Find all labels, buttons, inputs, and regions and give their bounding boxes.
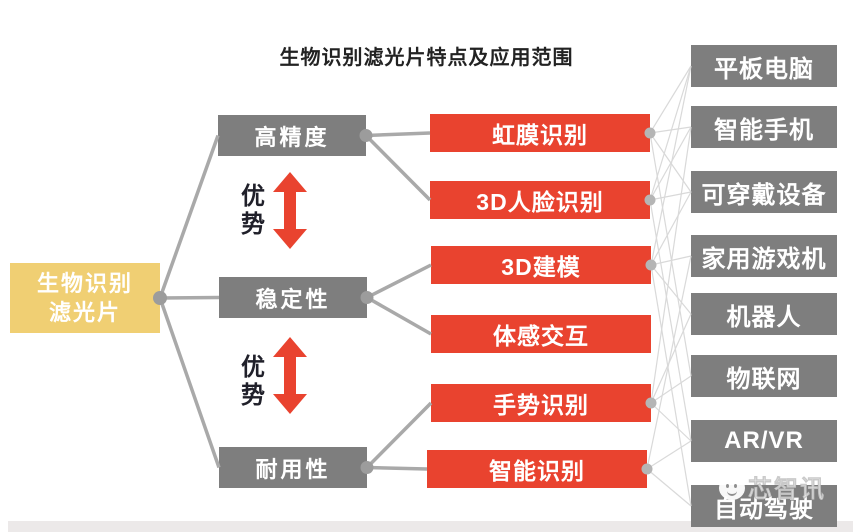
link-tech5-app3 — [646, 255, 692, 470]
link-tech2-app0 — [650, 65, 692, 266]
link-tech2-app3 — [650, 255, 692, 266]
link-tech0-app5 — [649, 132, 692, 377]
app-box-1: 智能手机 — [691, 106, 837, 148]
link-tech2-app7 — [650, 264, 692, 507]
link-tech1-app6 — [649, 199, 692, 442]
advantage-label-2: 优 势 — [238, 354, 268, 410]
feature-box-0: 高精度 — [218, 115, 366, 156]
link-root-feature0 — [158, 134, 220, 299]
tech-box-1: 3D人脸识别 — [430, 181, 650, 219]
tech-box-4: 手势识别 — [431, 384, 651, 422]
root-label-line2: 滤光片 — [48, 300, 121, 325]
root-node-biometric-filter: 生物识别 滤光片 — [10, 263, 160, 333]
advantage-char: 优 — [241, 354, 265, 381]
app-box-3: 家用游戏机 — [691, 235, 837, 277]
tech-box-3: 体感交互 — [431, 315, 651, 353]
link-tech4-app1 — [650, 126, 692, 404]
app-box-5: 物联网 — [691, 355, 837, 397]
link-feature1-tech2 — [366, 263, 432, 300]
feature-label: 高精度 — [254, 124, 330, 150]
app-box-4: 机器人 — [691, 293, 837, 335]
link-tech1-app0 — [649, 65, 692, 201]
link-tech1-app1 — [649, 126, 692, 201]
tech-box-0: 虹膜识别 — [430, 114, 650, 152]
app-label: 机器人 — [726, 303, 802, 331]
advantage-arrow-2 — [273, 337, 307, 414]
app-label: 家用游戏机 — [701, 245, 827, 273]
bottom-progress-bar — [8, 521, 853, 532]
link-tech2-app2 — [650, 191, 692, 266]
app-label: 可穿戴设备 — [701, 181, 827, 209]
tech-label: 虹膜识别 — [492, 122, 588, 148]
link-feature2-tech4 — [365, 401, 433, 469]
tech-label: 体感交互 — [493, 323, 589, 349]
link-tech0-app2 — [649, 132, 692, 193]
link-tech5-app6 — [646, 440, 692, 470]
tech-box-5: 智能识别 — [427, 450, 647, 488]
watermark-xinzhixun: 芯智讯 — [706, 468, 826, 504]
app-label: 智能手机 — [714, 116, 814, 144]
tech-box-2: 3D建模 — [431, 246, 651, 284]
link-root-feature2 — [158, 297, 221, 469]
app-label: 平板电脑 — [714, 55, 814, 83]
link-tech0-app0 — [649, 65, 692, 134]
app-label: AR/VR — [724, 427, 804, 454]
link-tech0-app1 — [649, 126, 692, 134]
diagram-title: 生物识别滤光片特点及应用范围 — [279, 47, 574, 69]
app-box-2: 可穿戴设备 — [691, 171, 837, 213]
feature-label: 稳定性 — [255, 286, 331, 312]
link-tech4-app6 — [650, 402, 692, 442]
link-tech2-app4 — [650, 264, 692, 315]
tech-label: 3D人脸识别 — [476, 189, 604, 215]
link-feature0-tech1 — [364, 134, 432, 202]
advantage-char: 势 — [241, 382, 265, 409]
root-label-line1: 生物识别 — [36, 271, 133, 296]
tech-label: 手势识别 — [493, 392, 589, 418]
link-tech1-app2 — [649, 191, 692, 201]
advantage-char: 势 — [241, 211, 265, 238]
feature-label: 耐用性 — [255, 456, 331, 482]
advantage-label-1: 优 势 — [238, 183, 268, 239]
feature-box-2: 耐用性 — [219, 447, 367, 488]
link-root-feature1 — [159, 295, 220, 300]
tech-label: 3D建模 — [501, 254, 581, 280]
watermark-text: 芯智讯 — [748, 475, 826, 503]
app-box-0: 平板电脑 — [691, 45, 837, 87]
link-tech4-app5 — [650, 375, 692, 404]
link-tech4-app4 — [650, 313, 692, 404]
link-tech5-app7 — [646, 468, 692, 507]
app-box-7: 自动驾驶 — [691, 485, 837, 527]
app-box-6: AR/VR — [691, 420, 837, 462]
link-feature0-tech0 — [365, 131, 431, 138]
link-feature1-tech3 — [366, 295, 432, 336]
feature-box-1: 稳定性 — [219, 277, 367, 318]
chat-bubble-face-icon — [706, 468, 746, 504]
advantage-arrow-1 — [273, 172, 307, 249]
app-label: 物联网 — [726, 365, 802, 393]
app-label: 自动驾驶 — [714, 495, 814, 523]
link-feature2-tech5 — [366, 465, 428, 471]
advantage-char: 优 — [241, 183, 265, 210]
tech-label: 智能识别 — [489, 458, 585, 484]
